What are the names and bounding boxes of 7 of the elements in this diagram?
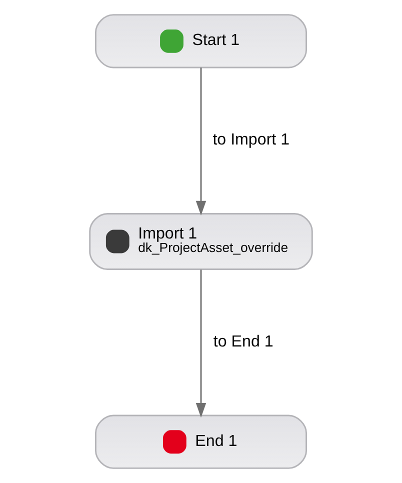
edge-label: to End 1 bbox=[213, 332, 274, 351]
node-box: End 1 bbox=[94, 414, 308, 469]
node-box: Start 1 bbox=[94, 14, 308, 68]
node-box: Import 1 dk_ProjectAsset_override bbox=[89, 212, 313, 270]
edge-label: to Import 1 bbox=[212, 130, 290, 149]
arrow bbox=[196, 270, 206, 418]
arrow bbox=[196, 68, 206, 216]
